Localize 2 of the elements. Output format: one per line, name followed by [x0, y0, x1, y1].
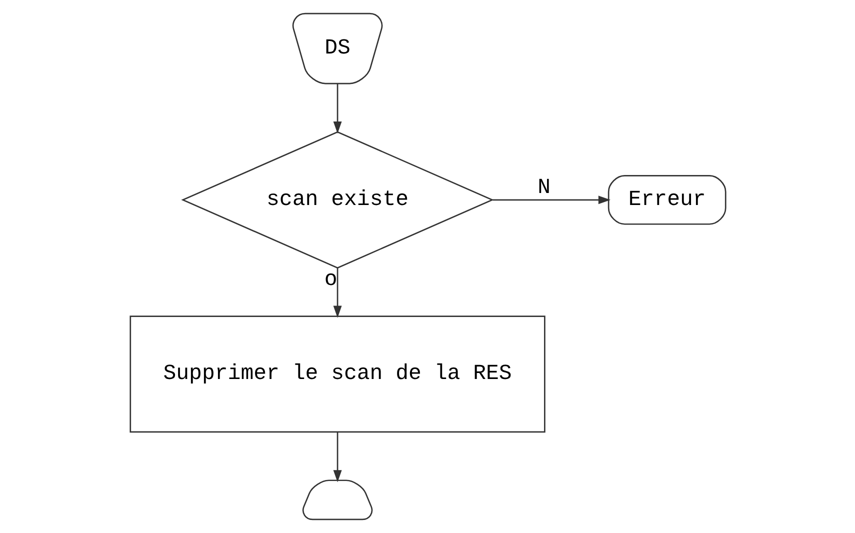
edge-label: o: [324, 268, 337, 292]
edge-label: N: [537, 176, 550, 200]
